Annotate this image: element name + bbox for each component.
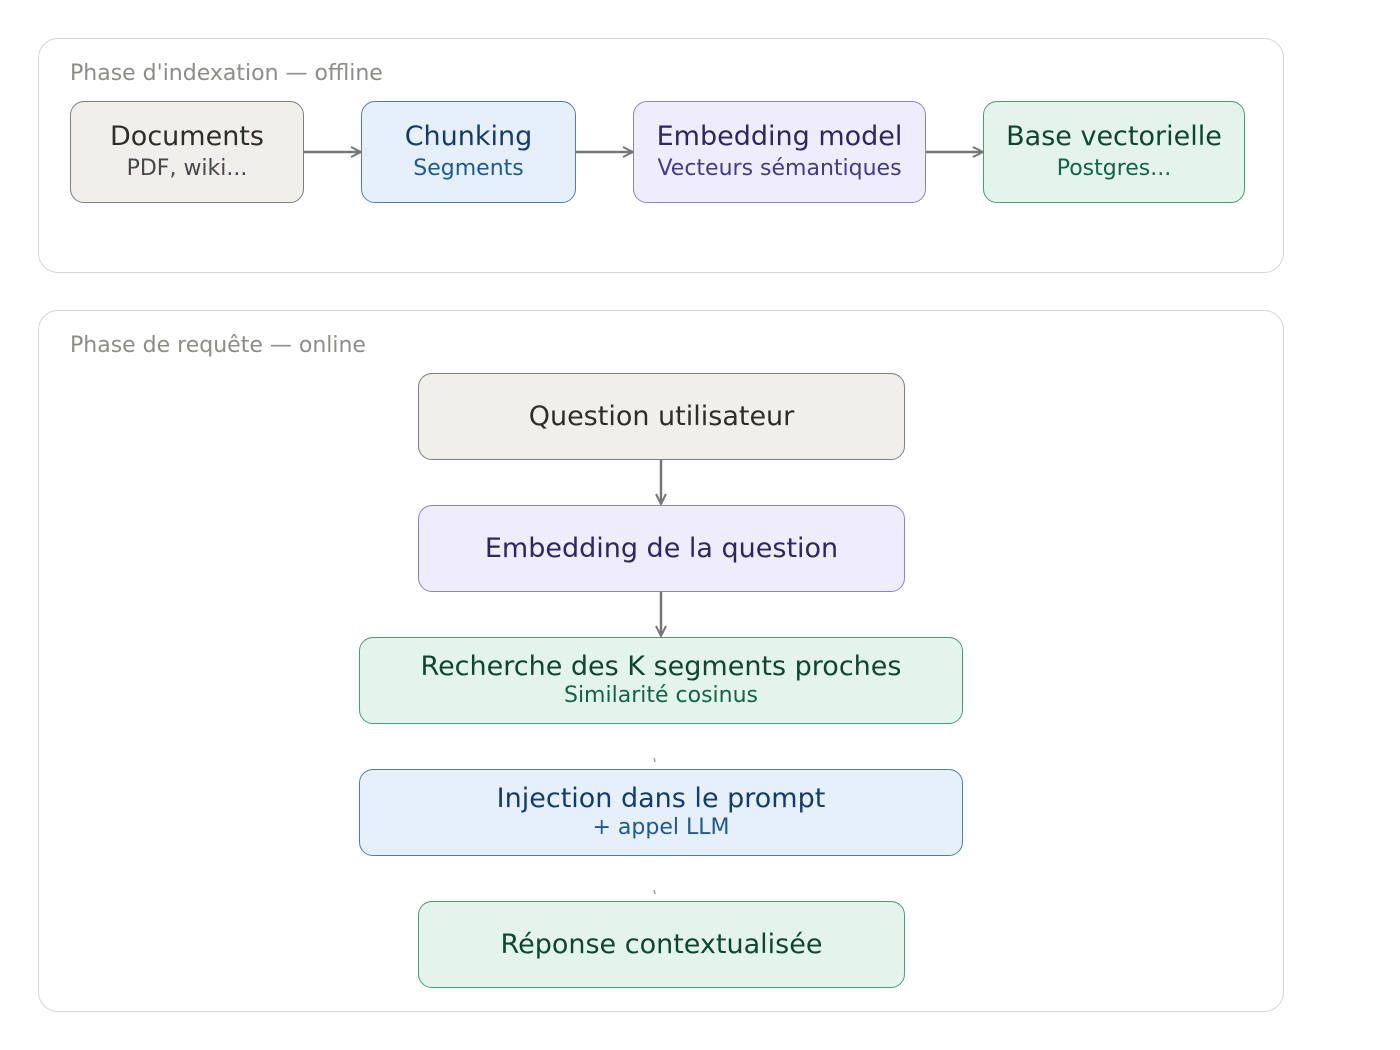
embedding-model-subtitle: Vecteurs sémantiques bbox=[657, 156, 902, 181]
similarity-search-title: Recherche des K segments proches bbox=[420, 651, 902, 682]
embedding-model-title: Embedding model bbox=[656, 121, 903, 152]
indexing-phase-title: Phase d'indexation — offline bbox=[70, 61, 383, 86]
vector-db-subtitle: Postgres... bbox=[1056, 156, 1172, 181]
similarity-search-subtitle: Similarité cosinus bbox=[563, 683, 758, 708]
similarity-search-node: Recherche des K segments proches Similar… bbox=[359, 637, 963, 724]
user-question-node: Question utilisateur bbox=[418, 373, 905, 460]
prompt-injection-title: Injection dans le prompt bbox=[496, 783, 826, 814]
question-embedding-title: Embedding de la question bbox=[484, 532, 839, 564]
contextual-response-title: Réponse contextualisée bbox=[500, 928, 823, 960]
documents-node: Documents PDF, wiki... bbox=[70, 101, 304, 203]
contextual-response-node: Réponse contextualisée bbox=[418, 901, 905, 988]
user-question-title: Question utilisateur bbox=[528, 400, 795, 432]
query-phase-title: Phase de requête — online bbox=[70, 333, 366, 358]
chunking-title: Chunking bbox=[404, 121, 533, 152]
prompt-injection-node: Injection dans le prompt + appel LLM bbox=[359, 769, 963, 856]
vector-db-node: Base vectorielle Postgres... bbox=[983, 101, 1245, 203]
chunking-node: Chunking Segments bbox=[361, 101, 576, 203]
documents-title: Documents bbox=[110, 121, 264, 152]
chunking-subtitle: Segments bbox=[413, 156, 524, 181]
embedding-model-node: Embedding model Vecteurs sémantiques bbox=[633, 101, 926, 203]
connector-search-to-injection bbox=[653, 757, 656, 763]
connector-injection-to-response bbox=[653, 889, 656, 895]
prompt-injection-subtitle: + appel LLM bbox=[592, 815, 730, 840]
vector-db-title: Base vectorielle bbox=[1006, 121, 1222, 152]
documents-subtitle: PDF, wiki... bbox=[126, 156, 248, 181]
question-embedding-node: Embedding de la question bbox=[418, 505, 905, 592]
